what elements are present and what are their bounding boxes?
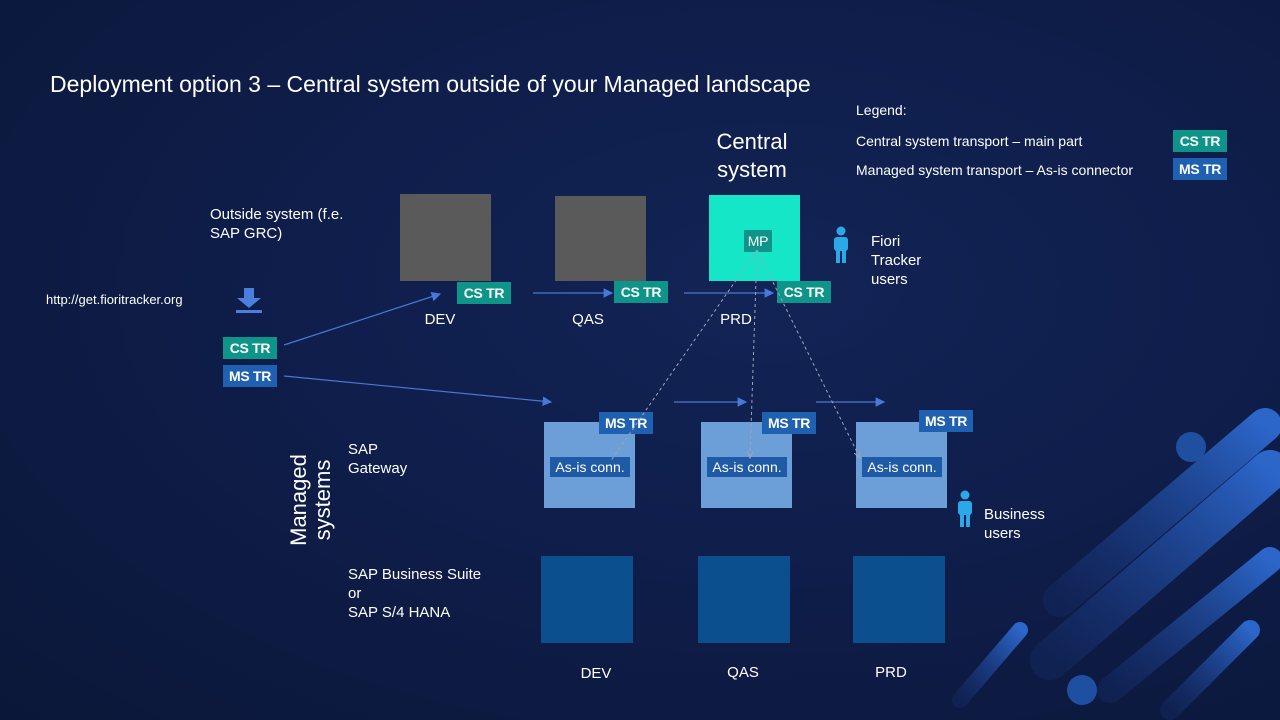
gateway-prd-ms-tag: MS TR xyxy=(919,410,973,432)
backend-dev-box xyxy=(541,556,633,643)
download-url[interactable]: http://get.fioritracker.org xyxy=(46,292,183,307)
page-title: Deployment option 3 – Central system out… xyxy=(50,71,811,97)
mp-to-dev-conn xyxy=(609,249,758,463)
outside-qas-cs-tag: CS TR xyxy=(614,281,668,303)
gateway-dev-ms-tag: MS TR xyxy=(599,412,653,434)
source-ms-tag: MS TR xyxy=(223,365,277,387)
source-cs-tag: CS TR xyxy=(223,337,277,359)
fiori-users-label: Fiori Tracker users xyxy=(871,233,922,288)
outside-dev-label: DEV xyxy=(424,311,456,328)
outside-dev-box xyxy=(400,194,491,281)
gateway-label: SAP Gateway xyxy=(348,441,408,477)
person-icon xyxy=(831,226,851,264)
backend-prd-label: PRD xyxy=(875,664,907,681)
backend-qas-box xyxy=(698,556,790,643)
backend-label: SAP Business Suite or SAP S/4 HANA xyxy=(348,566,482,621)
outside-qas-label: QAS xyxy=(572,311,604,328)
outside-prd-cs-tag: CS TR xyxy=(777,281,831,303)
business-user-icon xyxy=(955,490,975,528)
legend-cs-tag: CS TR xyxy=(1173,130,1227,152)
arrow-ms-to-gateway xyxy=(283,375,553,406)
legend-heading: Legend: xyxy=(856,102,907,118)
gateway-qas-ms-tag: MS TR xyxy=(762,412,816,434)
arrow-cs-to-dev xyxy=(283,292,442,346)
outside-qas-box xyxy=(555,196,646,281)
outside-prd-label: PRD xyxy=(720,311,752,328)
outside-system-label: Outside system (f.e. SAP GRC) xyxy=(210,206,344,242)
gateway-prd-conn: As-is conn. xyxy=(862,457,942,477)
download-icon xyxy=(234,286,264,319)
business-users-label: Business users xyxy=(984,506,1045,542)
backend-qas-label: QAS xyxy=(727,664,759,681)
legend-ms-tag: MS TR xyxy=(1173,158,1227,180)
gateway-qas-conn: As-is conn. xyxy=(707,457,787,477)
legend-cs-text: Central system transport – main part xyxy=(856,133,1083,149)
backend-prd-box xyxy=(853,556,945,643)
mp-tag: MP xyxy=(744,230,772,252)
outside-dev-cs-tag: CS TR xyxy=(457,282,511,304)
central-system-label: Central system xyxy=(716,129,788,182)
mp-to-prd-conn xyxy=(756,249,860,458)
gateway-dev-conn: As-is conn. xyxy=(550,457,630,477)
backend-dev-label: DEV xyxy=(580,665,612,682)
legend-ms-text: Managed system transport – As-is connect… xyxy=(856,162,1134,178)
mp-to-qas-conn xyxy=(750,249,758,458)
